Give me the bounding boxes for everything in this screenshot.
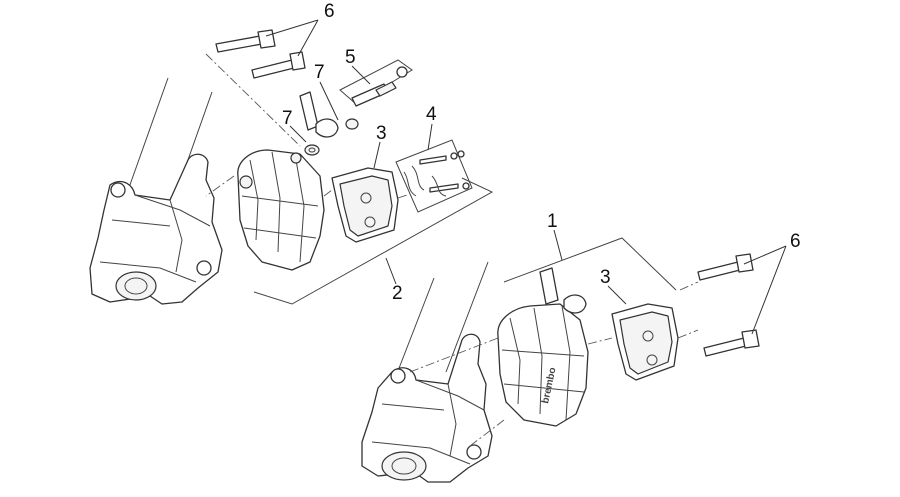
right-fork-tube	[395, 261, 489, 377]
left-mount-bolts	[215, 29, 306, 79]
callout-labels: 6 5 7 7 3 4 2 1 3 6	[282, 1, 801, 304]
leader-lines	[265, 19, 787, 335]
callout-3-left: 3	[376, 123, 387, 144]
callout-4: 4	[426, 104, 437, 125]
right-caliper	[497, 303, 589, 427]
right-brake-pads	[611, 303, 679, 381]
callout-6-top: 6	[324, 1, 335, 22]
right-assembly-frame	[503, 237, 677, 291]
left-assembly	[89, 29, 494, 305]
callout-6-right: 6	[790, 231, 801, 252]
left-caliper	[237, 149, 325, 271]
right-assembly: brembo	[361, 237, 760, 483]
callout-2: 2	[392, 283, 403, 304]
bleeder-valve	[339, 59, 413, 107]
banjo-fitting	[299, 91, 359, 156]
left-brake-pads	[331, 167, 399, 243]
callout-3-right: 3	[600, 267, 611, 288]
left-assembly-frame	[253, 177, 494, 305]
pin-kit	[395, 139, 473, 213]
callout-7-upper: 7	[314, 62, 325, 83]
right-mount-bolts	[697, 253, 760, 357]
left-mount-eye-lower	[196, 260, 212, 276]
callout-1: 1	[547, 211, 558, 232]
callout-7-lower: 7	[282, 108, 293, 129]
right-axle-boss	[381, 451, 427, 481]
callout-5: 5	[345, 47, 356, 68]
right-banjo-fitting	[539, 267, 559, 305]
left-mount-eye-upper	[110, 182, 126, 198]
left-axle-boss	[115, 271, 157, 301]
left-fork-leg	[89, 153, 223, 305]
